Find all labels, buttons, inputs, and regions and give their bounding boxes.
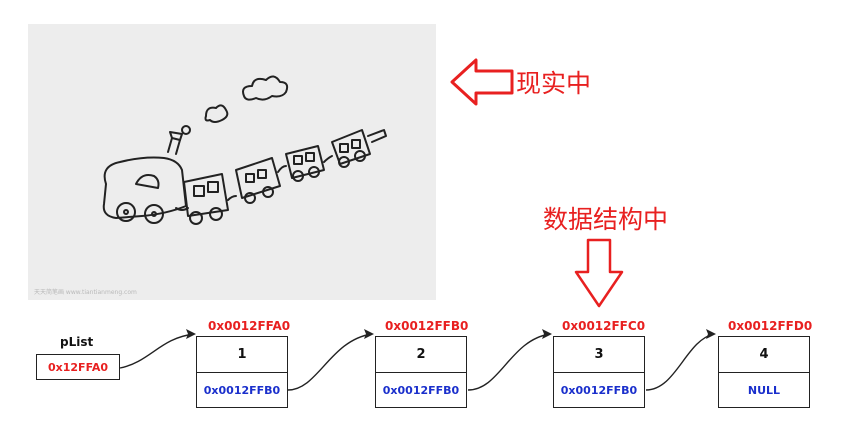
plist-name: pList [60, 335, 94, 349]
train-drawing [102, 75, 387, 225]
node-2-next: 0x0012FFB0 [382, 384, 460, 397]
train-illustration: 天天简笔画 www.tiantianmeng.com [28, 24, 436, 300]
node-4-next: NULL [747, 384, 781, 397]
node-4-value: 4 [719, 337, 809, 373]
node-1-address: 0x0012FFA0 [208, 319, 291, 333]
arrowhead-node4 [706, 329, 716, 339]
node-3-next: 0x0012FFB0 [560, 384, 638, 397]
down-arrow-icon [574, 238, 624, 308]
node-3-value: 3 [554, 337, 644, 373]
photo-watermark: 天天简笔画 www.tiantianmeng.com [34, 289, 137, 296]
node-2-address: 0x0012FFB0 [385, 319, 469, 333]
node-2-value: 2 [376, 337, 466, 373]
reality-label: 现实中 [516, 69, 592, 98]
plist-box: 0x12FFA0 [36, 354, 120, 380]
list-node-1: 1 0x0012FFB0 [196, 336, 288, 408]
arrowhead-node2 [364, 329, 374, 339]
list-node-2: 2 0x0012FFB0 [375, 336, 467, 408]
connector-node3-node4 [645, 333, 715, 391]
connector-node1-node2 [287, 333, 373, 391]
data-structure-label: 数据结构中 [543, 205, 669, 234]
node-4-address: 0x0012FFD0 [728, 319, 813, 333]
arrowhead-node3 [542, 329, 552, 339]
list-node-3: 3 0x0012FFB0 [553, 336, 645, 408]
left-arrow-icon [450, 58, 514, 106]
connector-node2-node3 [467, 333, 551, 391]
arrowhead-node1 [186, 329, 196, 339]
list-node-4: 4 NULL [718, 336, 810, 408]
node-1-next: 0x0012FFB0 [203, 384, 281, 397]
connector-plist-node1 [119, 333, 195, 369]
node-1-value: 1 [197, 337, 287, 373]
node-3-address: 0x0012FFC0 [562, 319, 646, 333]
